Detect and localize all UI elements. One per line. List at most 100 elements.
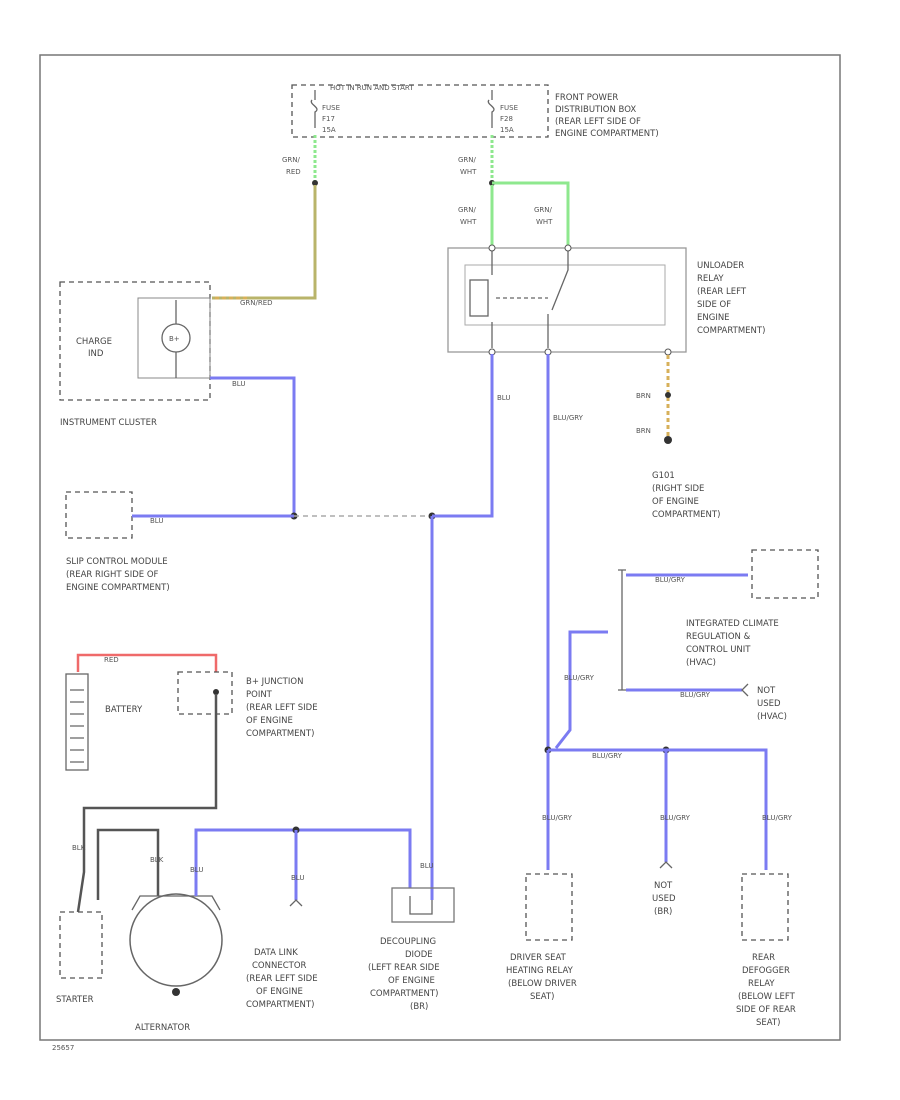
label-blu-gry-bus: BLU/GRY [592,752,623,760]
wire-black-main [76,694,218,913]
charge-ind-label-1: CHARGE [76,337,112,347]
ground-location-3: COMPARTMENT) [652,510,720,520]
relay-switch [547,250,569,348]
label-blu-gry-rear: BLU/GRY [762,814,793,822]
label-blu-gry-relay: BLU/GRY [553,414,584,422]
label-blu-alt: BLU [190,866,203,874]
alternator-top [131,895,221,911]
label-blu-gry-left: BLU/GRY [564,674,595,682]
label-grn-wht-1a: GRN/ [458,156,477,164]
fuse-a-rating: 15A [322,126,336,134]
rear-defogger-label-5: SIDE OF REAR [736,1005,796,1015]
slip-label-1: SLIP CONTROL MODULE [66,557,168,567]
rear-defogger-label-1: REAR [752,953,775,963]
rear-defogger-label-3: RELAY [748,979,775,989]
not-used-1-line2: USED [757,699,781,709]
label-grn-wht-1b: WHT [460,168,477,176]
diagram-frame [39,54,841,1041]
wire-grn-red-cluster [212,185,317,300]
rear-defogger-label-6: SEAT) [756,1018,780,1028]
diode-box [391,887,455,923]
driver-seat-relay: DRIVER SEAT HEATING RELAY (BELOW DRIVER … [506,873,577,1002]
decoupling-label-5: COMPARTMENT) [370,989,438,999]
label-blk-starter: BLK [72,844,86,852]
dlc-label-5: COMPARTMENT) [246,1000,314,1010]
rear-defogger-label-4: (BELOW LEFT [738,992,796,1002]
driver-seat-label-2: HEATING RELAY [506,966,574,976]
label-grn-red-2: RED [286,168,301,176]
label-red-battery: RED [104,656,119,664]
fuse-b-name: FUSE [500,104,518,112]
fuse-box-outline [291,84,549,138]
cluster-label: INSTRUMENT CLUSTER [60,418,157,428]
label-brn-1: BRN [636,392,651,400]
not-used-2-line3: (BR) [654,907,672,917]
label-grn-red-cluster: GRN/RED [240,299,273,307]
driver-seat-label-1: DRIVER SEAT [510,953,567,963]
wire-black-alt [96,828,160,900]
not-used-2-connector [659,861,673,869]
relay-coil [469,279,489,317]
label-blu-decoupling: BLU [420,862,433,870]
battery-cells [70,689,84,763]
alternator-ground [172,988,180,996]
slip-label-2: (REAR RIGHT SIDE OF [66,570,159,580]
climate-label-4: (HVAC) [686,658,716,668]
relay-inner [464,264,666,326]
unloader-relay: UNLOADER RELAY (REAR LEFT SIDE OF ENGINE… [447,244,765,356]
junction-label-3: (REAR LEFT SIDE [246,703,318,713]
label-grn-wht-3b: WHT [536,218,553,226]
relay-outline [447,247,687,353]
label-grn-red-1: GRN/ [282,156,301,164]
driver-seat-label-4: SEAT) [530,992,554,1002]
splice-fuse-a [312,180,318,186]
label-grn-wht-2b: WHT [460,218,477,226]
alternator: ALTERNATOR [129,893,223,1033]
ground-name: G101 [652,471,675,481]
fuse-a-symbol [310,90,318,128]
starter-outline [59,911,103,979]
b-plus-junction: B+ JUNCTION POINT (REAR LEFT SIDE OF ENG… [177,671,318,739]
climate-label-2: REGULATION & [686,632,751,642]
relay-label-5: ENGINE [697,313,730,323]
fuse-box-header: HOT IN RUN AND START [330,84,414,92]
dlc-label-2: CONNECTOR [252,961,307,971]
dlc-label-3: (REAR LEFT SIDE [246,974,318,984]
climate-label-1: INTEGRATED CLIMATE [686,619,779,629]
reference-code: 25657 [52,1044,74,1052]
driver-seat-outline [525,873,573,941]
junction-label-4: OF ENGINE [246,716,293,726]
wire-red-battery [76,653,218,672]
decoupling-label-1: DECOUPLING [380,937,436,947]
junction-stud [213,689,219,695]
junction-outline [177,671,233,715]
wire-blu-gry-bus [548,748,768,870]
climate-control: BLU/GRY INTEGRATED CLIMATE REGULATION & … [554,549,819,749]
relay-pin-1 [488,244,496,252]
charge-ind-label-2: IND [88,349,104,359]
label-blu-gry-driver: BLU/GRY [542,814,573,822]
label-blu-gry-notused: BLU/GRY [680,691,711,699]
slip-outline [65,491,133,539]
relay-label-4: SIDE OF [697,300,731,310]
wire-blu-gry-left [554,630,608,749]
not-used-1-line3: (HVAC) [757,712,787,722]
fuse-box-location-1: FRONT POWER [555,93,618,103]
rear-defogger-outline [741,873,789,941]
label-blu-gry-mid: BLU/GRY [660,814,691,822]
not-used-2-line1: NOT [654,881,673,891]
starter: STARTER [56,911,103,1005]
fuse-a-name: FUSE [322,104,340,112]
label-blk-alt: BLK [150,856,164,864]
ground-location-1: (RIGHT SIDE [652,484,704,494]
fuse-b-rating: 15A [500,126,514,134]
notused-connector [741,683,749,697]
data-link-connector: DATA LINK CONNECTOR (REAR LEFT SIDE OF E… [246,948,318,1010]
label-brn-2: BRN [636,427,651,435]
label-grn-wht-3a: GRN/ [534,206,553,214]
wire-grn-wht-relay-b [492,181,570,245]
climate-connector [751,549,819,599]
not-used-2-line2: USED [652,894,676,904]
charge-ind-box [137,297,211,379]
ground-terminal [664,436,672,444]
